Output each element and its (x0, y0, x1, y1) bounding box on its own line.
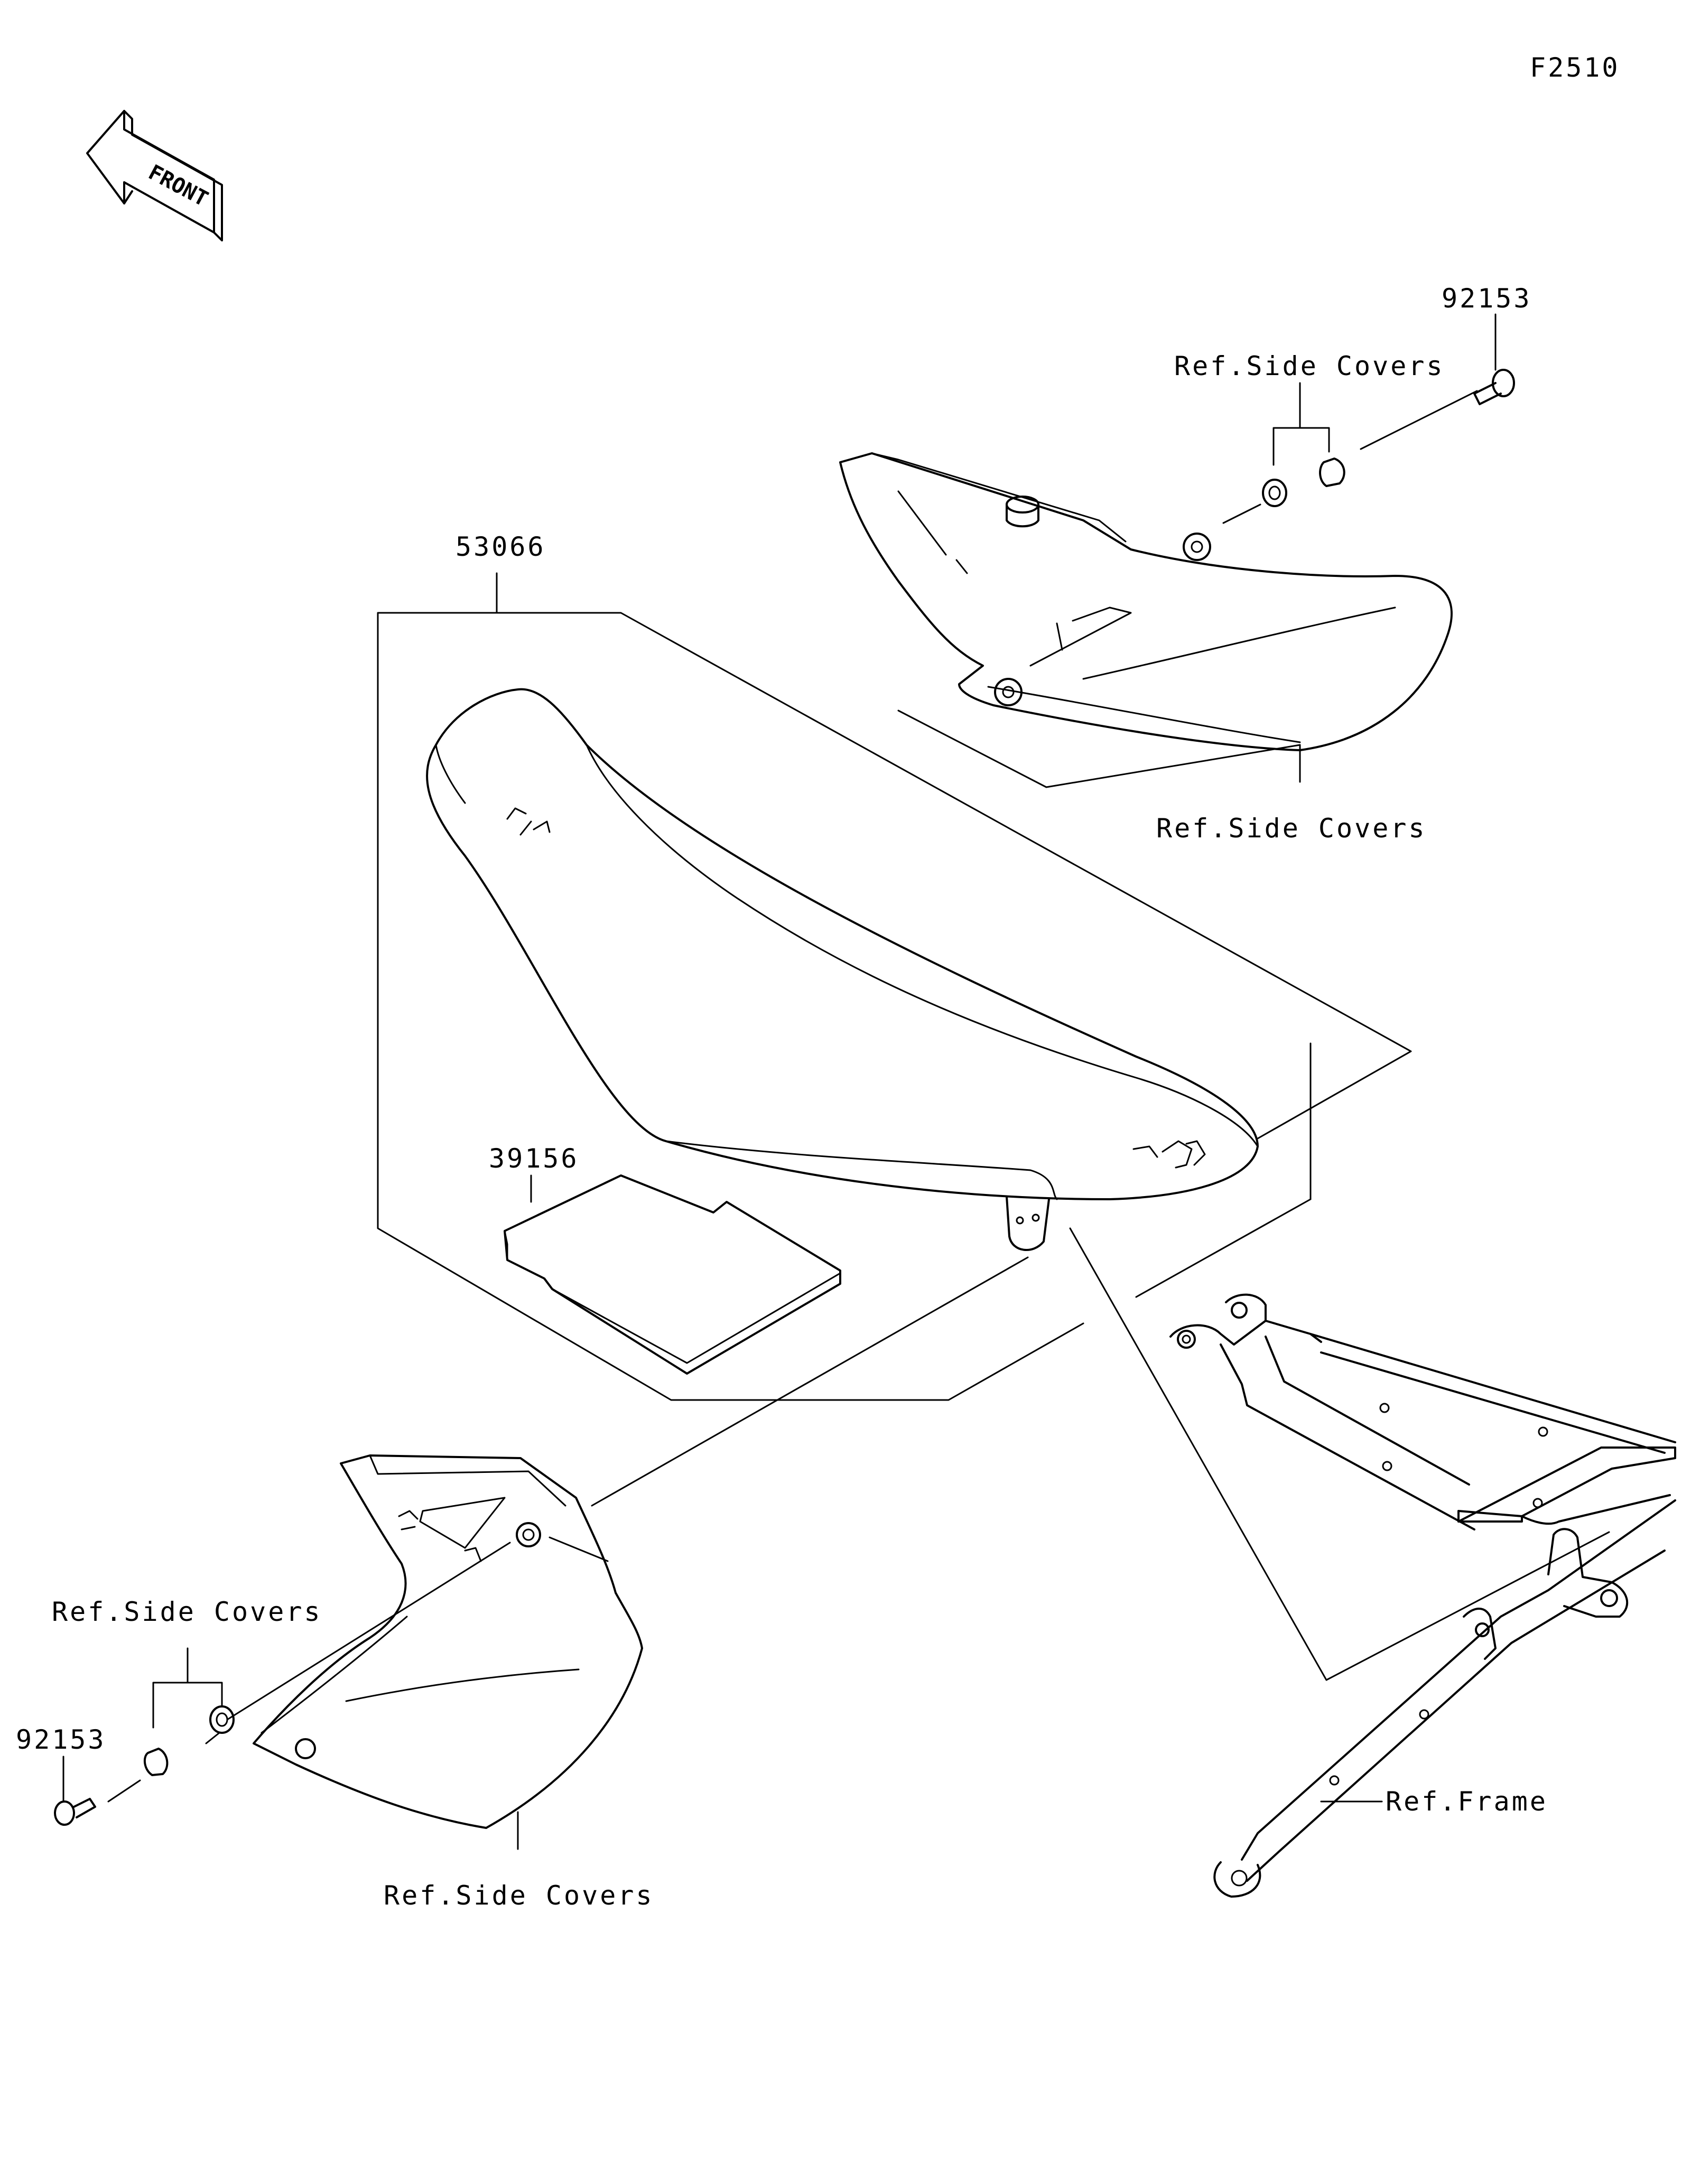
right-side-cover (839, 452, 1453, 788)
label-ref-side-covers-right: Ref.Side Covers (1156, 813, 1427, 844)
top-bolt (1473, 313, 1515, 405)
label-53066: 53066 (456, 531, 546, 562)
left-bolt (54, 1756, 141, 1826)
left-washer (209, 1705, 235, 1734)
label-ref-side-covers-left: Ref.Side Covers (384, 1880, 654, 1911)
grommet-post (1006, 503, 1039, 528)
right-cover-hole-front (994, 678, 1023, 706)
front-label: FRONT (144, 160, 212, 211)
right-cover-hole-rear (1183, 533, 1211, 561)
label-ref-side-covers-left-collar: Ref.Side Covers (52, 1597, 322, 1627)
front-arrow-icon: FRONT (86, 110, 223, 241)
top-collar-set (1222, 382, 1478, 524)
left-collar-set (143, 1647, 235, 1776)
seat (426, 688, 1259, 1200)
left-side-cover (253, 1454, 643, 1829)
top-collar (1319, 458, 1345, 487)
seat-assembly (377, 572, 1412, 1401)
label-ref-side-covers-top: Ref.Side Covers (1174, 351, 1445, 381)
label-ref-frame: Ref.Frame (1386, 1786, 1548, 1817)
left-cover-hole (516, 1522, 541, 1547)
label-92153-left: 92153 (16, 1724, 106, 1755)
top-washer (1262, 479, 1287, 507)
left-cover-hole-lower (295, 1738, 316, 1759)
seat-group-bracket (377, 612, 1084, 1401)
figure-id: F2510 (1530, 52, 1620, 83)
frame (1069, 1227, 1676, 1898)
label-39156: 39156 (489, 1143, 579, 1174)
label-92153-top: 92153 (1442, 283, 1532, 314)
seat-pad (504, 1174, 841, 1375)
left-collar (143, 1748, 169, 1776)
seat-mount-tab (1006, 1196, 1050, 1251)
